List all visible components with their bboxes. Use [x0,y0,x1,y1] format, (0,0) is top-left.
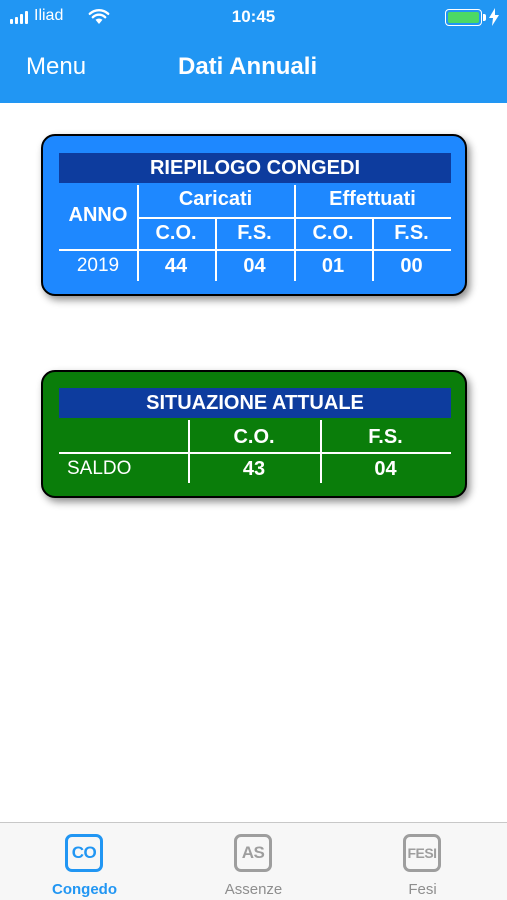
caricati-fs-value: 04 [243,255,266,277]
caricati-fs-header: F.S. [237,222,272,244]
fesi-icon: FESI [403,834,441,872]
congedo-icon: CO [65,834,103,872]
anno-value: 2019 [76,255,120,276]
carrier-info: Iliad [10,8,63,24]
situazione-co-header: C.O. [233,426,275,448]
carrier-name: Iliad [34,7,64,24]
effettuati-header: Effettuati [329,188,416,210]
table-divider [320,420,322,483]
table-divider [137,217,451,219]
tab-congedo[interactable]: CO Congedo [0,823,169,900]
battery-level [448,12,479,23]
battery-icon [445,9,482,26]
table-divider [137,185,139,281]
tab-fesi-label: Fesi [408,881,437,898]
menu-button[interactable]: Menu [26,53,87,80]
effettuati-co-header: C.O. [312,222,354,244]
status-time: 10:45 [231,7,276,26]
tab-assenze[interactable]: AS Assenze [169,823,338,900]
tab-fesi[interactable]: FESI Fesi [338,823,507,900]
navigation-header: Iliad 10:45 Menu Dati Annuali [0,0,507,103]
saldo-label: SALDO [67,458,132,479]
situazione-fs-header: F.S. [368,426,403,448]
effettuati-fs-header: F.S. [394,222,429,244]
caricati-header: Caricati [178,188,253,210]
effettuati-co-value: 01 [321,255,345,277]
tab-bar: CO Congedo AS Assenze FESI Fesi [0,822,507,900]
status-bar: Iliad 10:45 [0,0,507,34]
table-divider [59,452,451,454]
situazione-title: SITUAZIONE ATTUALE [59,388,451,418]
table-divider [294,185,296,281]
anno-header: ANNO [68,204,128,226]
wifi-icon [88,9,110,24]
situazione-attuale-card: SITUAZIONE ATTUALE C.O. F.S. SALDO 43 04 [41,370,467,498]
saldo-fs-value: 04 [374,458,397,480]
page-title: Dati Annuali [178,53,318,80]
assenze-icon: AS [234,834,272,872]
saldo-co-value: 43 [242,458,266,480]
tab-congedo-label: Congedo [52,881,117,898]
charging-bolt-icon [489,8,499,26]
riepilogo-congedi-card: RIEPILOGO CONGEDI ANNO Caricati Effettua… [41,134,467,296]
battery-nub [483,14,486,21]
table-divider [188,420,190,483]
effettuati-fs-value: 00 [400,255,423,277]
caricati-co-value: 44 [164,255,188,277]
tab-assenze-label: Assenze [224,881,283,898]
riepilogo-title: RIEPILOGO CONGEDI [59,153,451,183]
signal-icon [10,10,28,24]
caricati-co-header: C.O. [155,222,197,244]
table-divider [59,249,451,251]
